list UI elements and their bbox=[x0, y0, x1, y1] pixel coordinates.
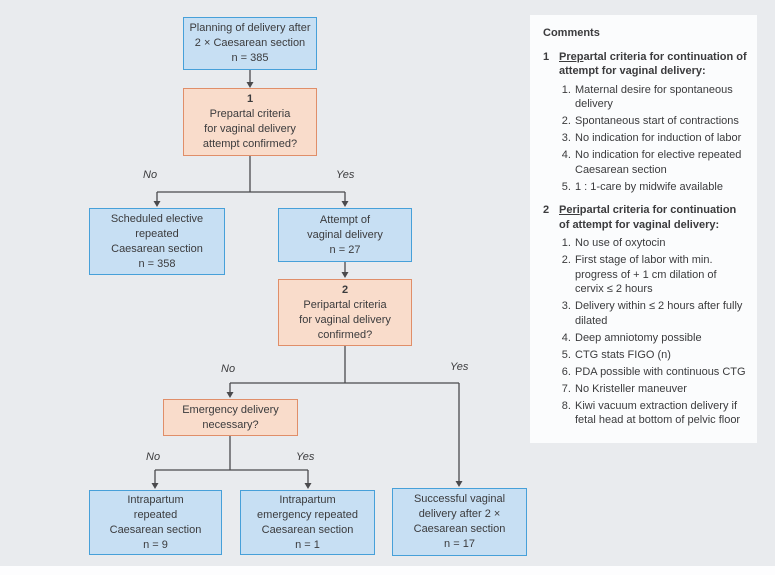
node-line: for vaginal delivery bbox=[204, 123, 296, 135]
comment-item: Spontaneous start of contractions bbox=[574, 114, 747, 129]
node-emergency-delivery: Emergency delivery necessary? bbox=[163, 399, 298, 436]
comment-item: No indication for induction of labor bbox=[574, 131, 747, 146]
branch-label-yes-3: Yes bbox=[296, 451, 315, 463]
comments-title: Comments bbox=[543, 27, 600, 39]
node-line: n = 358 bbox=[138, 257, 176, 270]
section-number: 1 bbox=[543, 50, 550, 63]
node-line: Planning of delivery after bbox=[189, 22, 311, 34]
node-intrapartum-emergency: Intrapartum emergency repeated Caesarean… bbox=[240, 490, 375, 555]
comment-item: Maternal desire for spontaneous delivery bbox=[574, 83, 747, 112]
comment-list: Maternal desire for spontaneous delivery… bbox=[543, 83, 747, 195]
branch-label-yes-2: Yes bbox=[450, 361, 469, 373]
comment-section-heading: 2 Peripartal criteria for continuation o… bbox=[543, 203, 747, 232]
node-line: Attempt of bbox=[319, 213, 371, 226]
comment-item: PDA possible with continuous CTG bbox=[574, 365, 747, 380]
node-line: Intrapartum bbox=[279, 493, 336, 506]
node-line: 2 × Caesarean section bbox=[194, 37, 306, 49]
node-line: n = 9 bbox=[143, 538, 168, 551]
comment-section-peripartal: 2 Peripartal criteria for continuation o… bbox=[543, 203, 747, 428]
comment-item: Kiwi vacuum extraction delivery if fetal… bbox=[574, 399, 747, 428]
comment-item: CTG stats FIGO (n) bbox=[574, 348, 747, 363]
comment-section-heading: 1 Prepartal criteria for continuation of… bbox=[543, 50, 747, 79]
node-scheduled-elective: Scheduled elective repeated Caesarean se… bbox=[89, 208, 225, 275]
comment-item: No Kristeller maneuver bbox=[574, 382, 747, 397]
heading-underline: Prep bbox=[559, 50, 584, 63]
node-line: for vaginal delivery bbox=[299, 313, 391, 326]
arrowheads bbox=[151, 82, 463, 489]
node-number: 2 bbox=[341, 283, 349, 296]
section-heading-text: Prepartal criteria for continuation of a… bbox=[559, 50, 747, 79]
node-line: Caesarean section bbox=[413, 523, 506, 535]
node-line: n = 27 bbox=[329, 243, 361, 256]
node-successful-vaginal: Successful vaginal delivery after 2 × Ca… bbox=[392, 488, 527, 556]
node-line: Caesarean section bbox=[261, 523, 354, 536]
branch-label-no-2: No bbox=[221, 363, 236, 375]
comment-item: Deep amniotomy possible bbox=[574, 331, 747, 346]
node-planning: Planning of delivery after 2 × Caesarean… bbox=[183, 17, 317, 70]
node-prepartal-criteria: 1 Prepartal criteria for vaginal deliver… bbox=[183, 88, 317, 156]
node-line: Peripartal criteria bbox=[303, 298, 387, 311]
comment-item: No indication for elective repeated Caes… bbox=[574, 148, 747, 177]
comment-item: 1 : 1-care by midwife available bbox=[574, 180, 747, 195]
branch-label-yes-1: Yes bbox=[336, 169, 355, 181]
page-bottom-edge bbox=[0, 566, 775, 575]
node-line: Successful vaginal bbox=[413, 493, 506, 505]
node-intrapartum-repeated: Intrapartum repeated Caesarean section n… bbox=[89, 490, 222, 555]
node-line: emergency repeated bbox=[257, 508, 358, 521]
comment-item: Delivery within ≤ 2 hours after fully di… bbox=[574, 299, 747, 328]
comment-item: First stage of labor with min. progress … bbox=[574, 253, 747, 297]
node-line: Intrapartum bbox=[127, 493, 184, 506]
comment-item: No use of oxytocin bbox=[574, 236, 747, 251]
comment-list: No use of oxytocin First stage of labor … bbox=[543, 236, 747, 428]
node-line: Scheduled elective bbox=[110, 212, 204, 225]
node-line: delivery after 2 × bbox=[418, 508, 501, 520]
node-line: attempt confirmed? bbox=[202, 138, 298, 150]
node-line: confirmed? bbox=[317, 328, 373, 341]
heading-underline: Peri bbox=[559, 204, 580, 216]
heading-rest: artal criteria for continuation of attem… bbox=[559, 50, 747, 78]
node-line: Caesarean section bbox=[109, 523, 202, 536]
node-line: repeated bbox=[133, 508, 178, 521]
branch-label-no-3: No bbox=[146, 451, 161, 463]
node-peripartal-criteria: 2 Peripartal criteria for vaginal delive… bbox=[278, 279, 412, 346]
node-attempt-vaginal: Attempt of vaginal delivery n = 27 bbox=[278, 208, 412, 262]
node-line: Prepartal criteria bbox=[209, 108, 291, 120]
section-number: 2 bbox=[543, 204, 550, 216]
node-line: necessary? bbox=[202, 418, 259, 431]
section-heading-text: Peripartal criteria for continuation of … bbox=[559, 203, 747, 232]
node-line: Emergency delivery bbox=[182, 403, 279, 416]
node-line: repeated bbox=[135, 227, 179, 240]
node-line: vaginal delivery bbox=[307, 228, 383, 241]
comments-panel: Comments 1 Prepartal criteria for contin… bbox=[530, 15, 757, 443]
node-number: 1 bbox=[246, 93, 254, 105]
branch-label-no-1: No bbox=[143, 169, 158, 181]
node-line: n = 1 bbox=[295, 538, 320, 551]
comment-section-prepartal: 1 Prepartal criteria for continuation of… bbox=[543, 50, 747, 195]
heading-rest: partal criteria for continuation of atte… bbox=[559, 204, 737, 231]
node-line: n = 17 bbox=[444, 538, 475, 550]
node-line: Caesarean section bbox=[111, 242, 203, 255]
node-line: n = 385 bbox=[231, 52, 269, 64]
